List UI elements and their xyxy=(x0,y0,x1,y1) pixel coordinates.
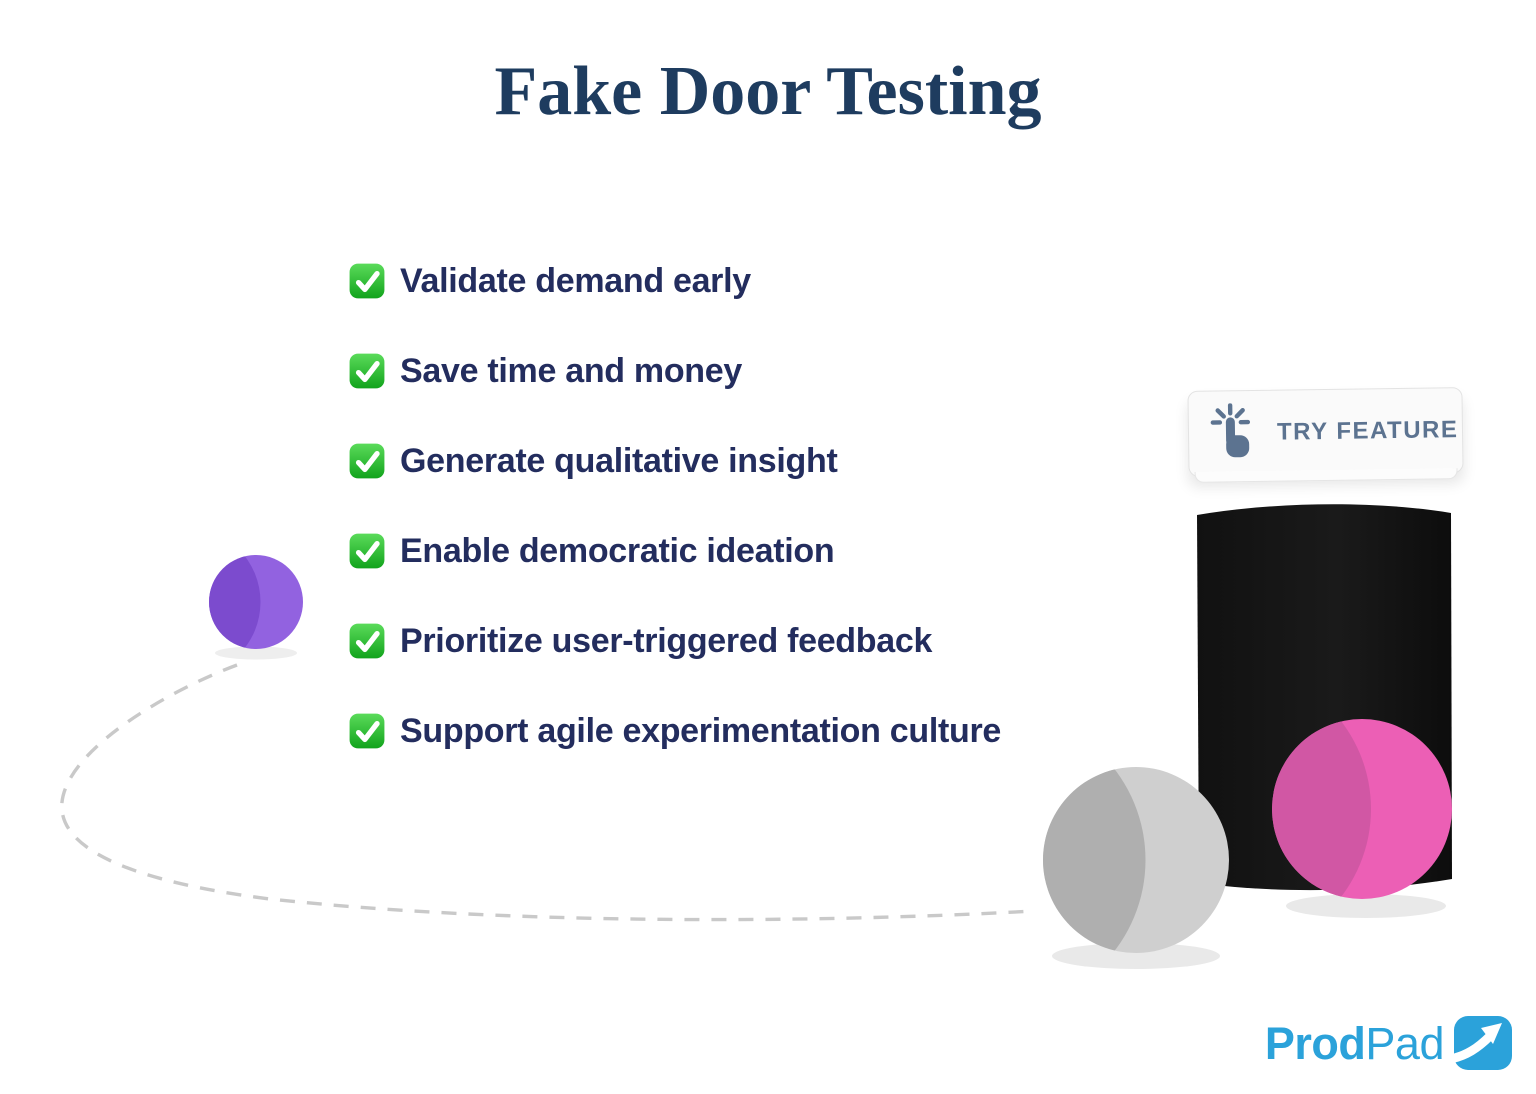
check-emoji-icon xyxy=(348,712,386,750)
checklist-item: Enable democratic ideation xyxy=(348,529,1001,573)
check-emoji-icon xyxy=(348,442,386,480)
checklist-item: Prioritize user-triggered feedback xyxy=(348,619,1001,663)
checklist-item: Validate demand early xyxy=(348,259,1001,303)
checklist-item-label: Generate qualitative insight xyxy=(400,441,838,480)
checklist-item-label: Validate demand early xyxy=(400,261,751,300)
page-title: Fake Door Testing xyxy=(494,53,1042,130)
checklist-item: Support agile experimentation culture xyxy=(348,709,1001,753)
check-emoji-icon xyxy=(348,352,386,390)
prodpad-arrow-icon xyxy=(1454,1016,1512,1070)
tap-finger-icon xyxy=(1209,403,1256,464)
dashed-path xyxy=(60,663,1035,922)
pink-ball-shadow xyxy=(1286,894,1446,918)
prodpad-logo-text: ProdPad xyxy=(1264,1017,1445,1069)
prodpad-logo: ProdPad xyxy=(1265,1016,1512,1070)
checklist-item-label: Support agile experimentation culture xyxy=(400,711,1002,750)
try-feature-label: TRY FEATURE xyxy=(1276,416,1459,446)
gray-ball-shadow xyxy=(1052,943,1220,969)
logo-prod: Prod xyxy=(1264,1017,1366,1069)
checklist-item-label: Save time and money xyxy=(400,351,742,390)
logo-pad: Pad xyxy=(1365,1017,1444,1069)
checklist-item: Generate qualitative insight xyxy=(348,439,1001,483)
checklist-item-label: Enable democratic ideation xyxy=(400,531,835,570)
check-emoji-icon xyxy=(348,622,386,660)
checklist-item: Save time and money xyxy=(348,349,1001,393)
check-emoji-icon xyxy=(348,262,386,300)
checklist: Validate demand early Save time and mone… xyxy=(348,259,1001,753)
purple-ball-shadow xyxy=(215,646,297,660)
try-feature-sign: TRY FEATURE xyxy=(1187,387,1464,477)
checklist-item-label: Prioritize user-triggered feedback xyxy=(400,621,933,660)
check-emoji-icon xyxy=(348,532,386,570)
